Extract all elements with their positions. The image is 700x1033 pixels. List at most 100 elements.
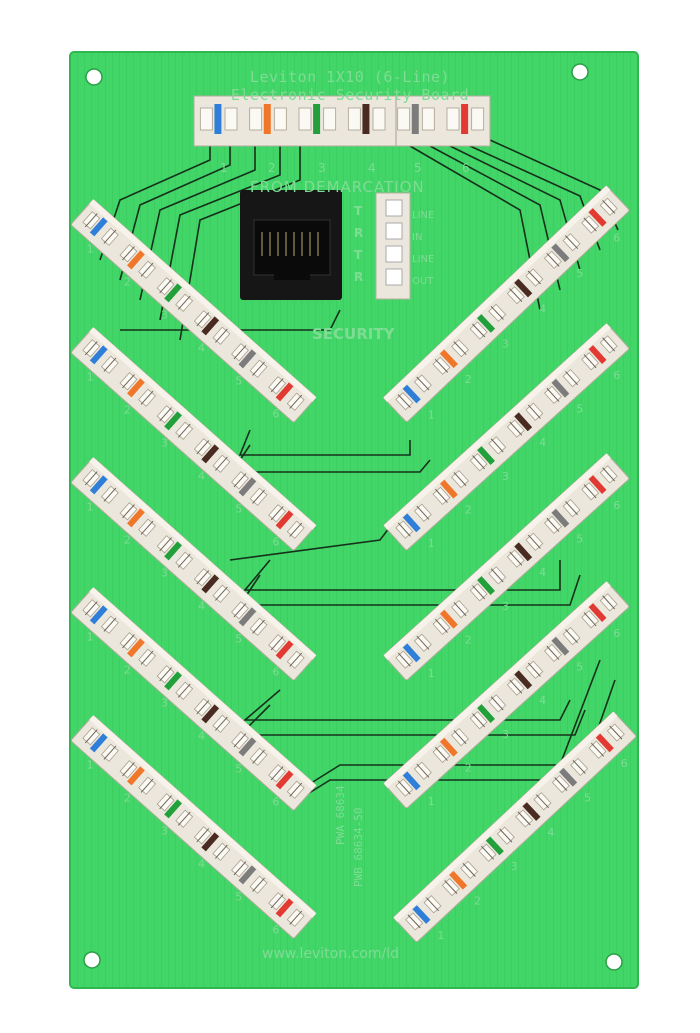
pair-color-marker xyxy=(275,640,294,660)
port-number: 2 xyxy=(465,504,472,517)
port-number: 5 xyxy=(235,375,242,388)
pair-color-marker xyxy=(485,836,504,856)
input-block xyxy=(193,95,491,147)
pair-color-marker xyxy=(449,870,468,890)
pair-color-marker xyxy=(476,314,496,333)
pair-color-marker xyxy=(275,898,294,918)
pair-color-marker xyxy=(164,541,182,561)
pair-color-marker xyxy=(551,378,570,398)
pair-color-marker xyxy=(201,444,220,464)
port-number: 2 xyxy=(465,373,472,386)
mount-hole xyxy=(85,68,103,86)
security-label: SECURITY xyxy=(312,325,395,343)
port-number: 3 xyxy=(161,309,168,322)
port-number: 5 xyxy=(235,633,242,646)
pair-color-marker xyxy=(411,104,419,134)
input-port-number: 5 xyxy=(414,161,422,175)
jack-tr-label: R xyxy=(354,270,364,284)
pair-color-marker xyxy=(89,345,108,365)
pair-color-marker xyxy=(275,510,294,530)
port-number: 4 xyxy=(198,858,205,871)
pair-color-marker xyxy=(402,643,421,663)
port-number: 5 xyxy=(576,267,583,280)
demarcation-label: FROM DEMARCATION xyxy=(250,178,425,196)
punch-down-block xyxy=(71,587,317,811)
pair-color-marker xyxy=(461,104,469,134)
terminal-strip xyxy=(375,192,411,300)
punch-down-block xyxy=(383,323,630,551)
port-number: 5 xyxy=(584,792,591,805)
port-number: 1 xyxy=(87,501,94,514)
port-number: 5 xyxy=(235,891,242,904)
port-number: 6 xyxy=(613,369,620,382)
pair-color-marker xyxy=(127,766,145,786)
jack-tr-label: T xyxy=(354,248,363,262)
punch-down-block xyxy=(71,327,317,551)
pair-color-marker xyxy=(477,704,495,723)
port-number: 1 xyxy=(87,243,94,256)
punch-down-block xyxy=(383,185,630,422)
port-number: 2 xyxy=(124,404,131,417)
pair-color-marker xyxy=(127,508,145,528)
jack-side-labels: LINE IN LINE OUT xyxy=(412,205,434,293)
pair-color-marker xyxy=(402,513,421,533)
port-number: 6 xyxy=(613,627,620,640)
port-number: 1 xyxy=(437,929,444,942)
punch-down-block xyxy=(71,715,317,939)
port-number: 4 xyxy=(198,342,205,355)
pair-color-marker xyxy=(164,283,182,303)
jack-tr-label: R xyxy=(354,226,364,240)
trace xyxy=(242,689,571,721)
jack-tr-label: T xyxy=(354,204,363,218)
port-number: 4 xyxy=(539,566,546,579)
port-number: 3 xyxy=(161,697,168,710)
port-number-labels: 1234561234561234561234561234561234561234… xyxy=(87,161,628,942)
pair-color-marker xyxy=(238,865,257,885)
port-number: 5 xyxy=(576,403,583,416)
pair-color-marker xyxy=(439,349,458,369)
pcb-board xyxy=(69,51,639,989)
pair-color-marker xyxy=(439,479,458,499)
pair-color-marker xyxy=(439,609,458,629)
port-number: 1 xyxy=(87,759,94,772)
jack-side-label: IN xyxy=(412,232,423,243)
input-port-number: 2 xyxy=(268,161,276,175)
punch-down-blocks: 1234561234561234561234561234561234561234… xyxy=(71,95,637,943)
port-number: 4 xyxy=(539,694,546,707)
pair-color-marker xyxy=(201,316,220,336)
jack-tr-labels: T R T R xyxy=(354,200,363,288)
pair-color-marker xyxy=(412,905,431,924)
port-number: 1 xyxy=(428,537,435,550)
pair-color-marker xyxy=(89,475,108,495)
pair-color-marker xyxy=(89,605,108,625)
port-number: 2 xyxy=(124,664,131,677)
port-number: 5 xyxy=(235,763,242,776)
port-number: 2 xyxy=(124,792,131,805)
port-number: 4 xyxy=(198,470,205,483)
trace xyxy=(238,574,581,606)
port-number: 6 xyxy=(272,796,279,809)
pair-color-marker xyxy=(551,508,570,528)
port-number: 5 xyxy=(235,503,242,516)
port-number: 6 xyxy=(621,757,628,770)
port-number: 5 xyxy=(576,533,583,546)
port-number: 6 xyxy=(272,924,279,937)
pair-color-marker xyxy=(588,208,607,227)
port-number: 3 xyxy=(502,470,509,483)
port-number: 3 xyxy=(161,825,168,838)
pair-color-marker xyxy=(238,607,257,627)
pair-color-marker xyxy=(201,574,220,594)
port-number: 3 xyxy=(502,338,509,351)
pwa-label: PWA 68634 xyxy=(334,785,347,845)
port-number: 3 xyxy=(161,567,168,580)
port-number: 3 xyxy=(502,728,509,741)
punch-down-block xyxy=(71,457,317,681)
pair-color-marker xyxy=(522,802,541,821)
port-number: 4 xyxy=(539,436,546,449)
pair-color-marker xyxy=(439,737,458,757)
pair-color-marker xyxy=(514,542,533,562)
port-number: 2 xyxy=(124,276,131,289)
port-number: 6 xyxy=(272,536,279,549)
